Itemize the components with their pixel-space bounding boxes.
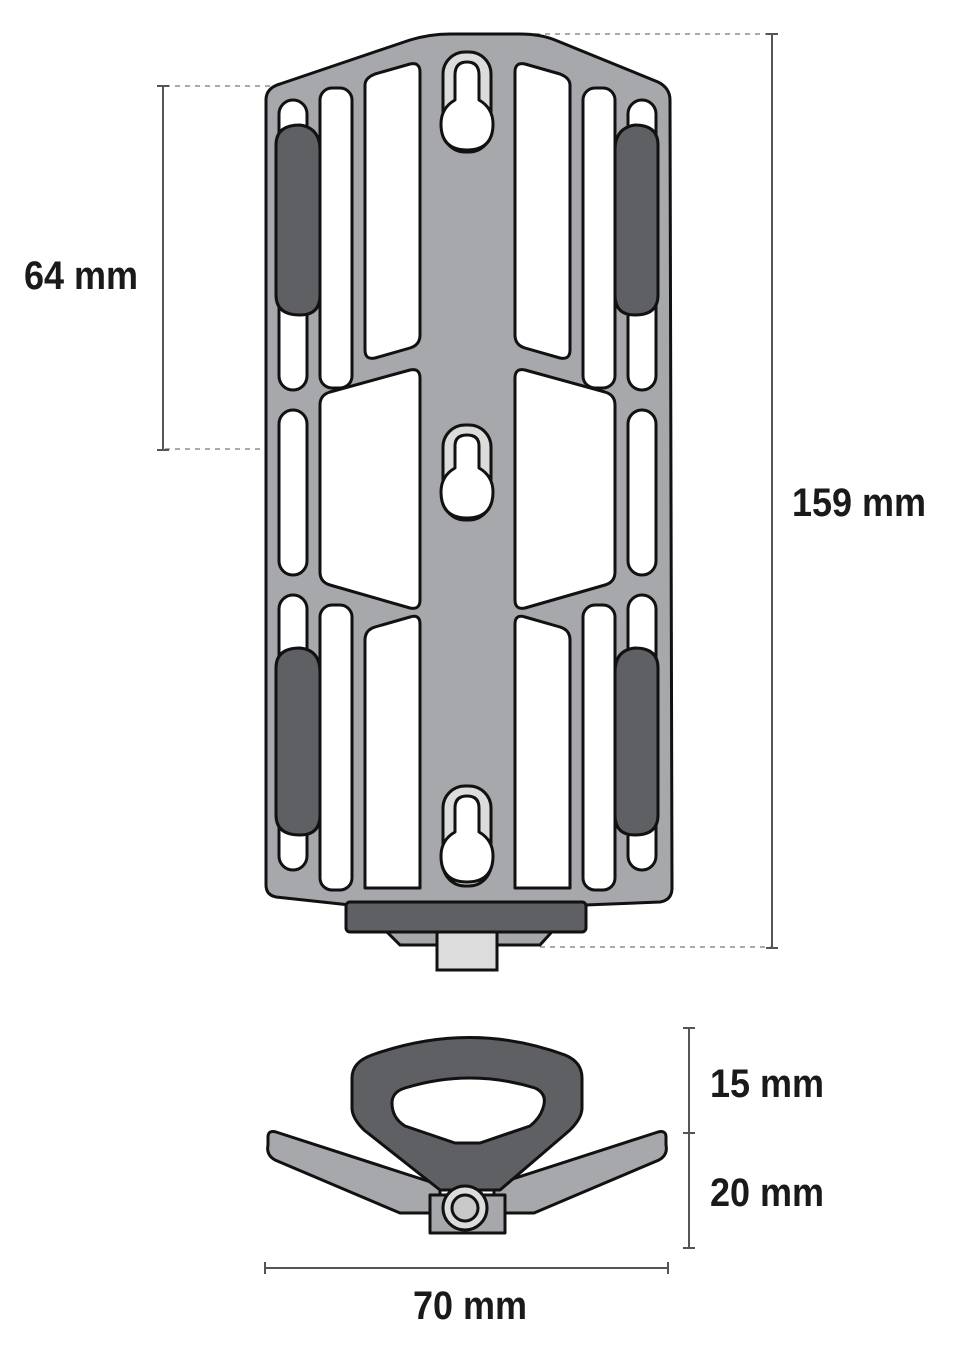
- keyhole-middle: [439, 423, 495, 522]
- keyhole-bottom: [439, 784, 495, 888]
- bolt-tab: [435, 930, 499, 972]
- label-20mm: 20 mm: [710, 1171, 824, 1215]
- keyhole-mounts: [439, 50, 495, 888]
- label-70mm: 70 mm: [413, 1284, 527, 1328]
- label-159mm: 159 mm: [792, 481, 926, 525]
- bolt-head: [450, 1193, 480, 1223]
- pad-top-right: [613, 123, 660, 317]
- pad-top-left: [274, 123, 322, 317]
- cage-profile-view: [266, 1036, 668, 1235]
- keyhole-top: [439, 50, 495, 154]
- label-15mm: 15 mm: [710, 1062, 824, 1106]
- rubber-pads: [274, 123, 660, 837]
- pad-bottom-right: [613, 646, 660, 837]
- wing-right: [492, 1130, 668, 1215]
- label-64mm: 64 mm: [24, 254, 138, 298]
- bottom-clamp: [344, 900, 588, 934]
- loop-opening: [390, 1076, 546, 1145]
- pad-bottom-left: [274, 646, 322, 837]
- wing-left: [266, 1130, 442, 1215]
- cage-front-view: [264, 32, 674, 972]
- dimension-guides: [157, 33, 778, 1274]
